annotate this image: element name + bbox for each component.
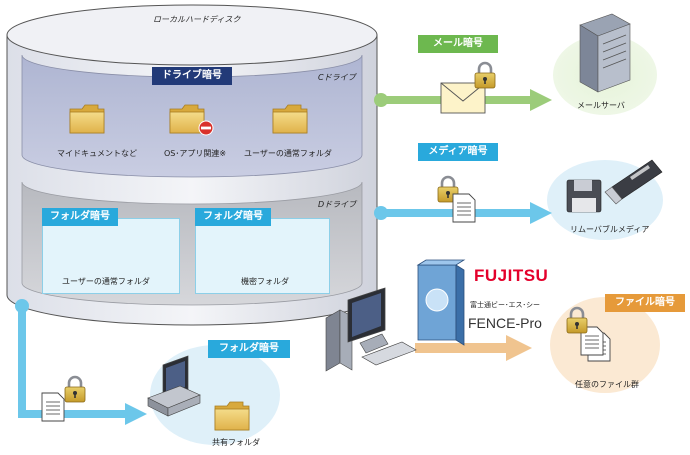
fujitsu-logo: FUJITSU bbox=[474, 266, 549, 285]
lock-icon bbox=[473, 61, 497, 90]
folder-encryption-badge: フォルダ暗号 bbox=[195, 208, 271, 226]
shared-folder-label: 共有フォルダ bbox=[212, 438, 260, 447]
server-icon bbox=[579, 13, 631, 93]
c-drive-label: Cドライブ bbox=[318, 73, 356, 82]
folder-encryption-badge: フォルダ暗号 bbox=[42, 208, 118, 226]
folder-encryption-panel-2 bbox=[195, 218, 330, 294]
usb-drive-icon bbox=[604, 159, 663, 205]
removable-media-label: リムーバブルメディア bbox=[570, 225, 650, 234]
folder-label-confidential: 機密フォルダ bbox=[241, 277, 289, 286]
folder-label-my-documents: マイドキュメントなど bbox=[57, 149, 137, 158]
folder-icon bbox=[272, 104, 308, 134]
company-name: 富士通ビー･エス･シー bbox=[470, 301, 540, 309]
folder-icon bbox=[214, 401, 250, 431]
mail-server-label: メールサーバ bbox=[577, 101, 625, 110]
folder-label-user-normal-d: ユーザーの通常フォルダ bbox=[62, 277, 150, 286]
file-encryption-badge: ファイル暗号 bbox=[605, 294, 685, 312]
desktop-pc-icon bbox=[147, 355, 201, 417]
file-group-label: 任意のファイル群 bbox=[575, 380, 639, 389]
floppy-disk-icon bbox=[566, 179, 602, 213]
folder-icon bbox=[69, 104, 105, 134]
folder-label-os-apps: OS･アプリ関連※ bbox=[164, 149, 227, 158]
drive-encryption-badge: ドライブ暗号 bbox=[152, 67, 232, 85]
folder-label-user-normal: ユーザーの通常フォルダ bbox=[244, 149, 332, 158]
no-entry-icon bbox=[198, 120, 214, 136]
lock-icon bbox=[63, 375, 87, 404]
document-icon bbox=[452, 193, 476, 223]
product-box-icon bbox=[416, 259, 466, 346]
disk-title: ローカルハードディスク bbox=[153, 15, 241, 24]
d-drive-label: Dドライブ bbox=[318, 200, 357, 209]
product-name: FENCE-Pro bbox=[468, 315, 542, 331]
desktop-pc-icon bbox=[325, 287, 417, 372]
folder-encryption-panel-1 bbox=[42, 218, 180, 294]
mail-encryption-badge: メール暗号 bbox=[418, 35, 498, 53]
media-encryption-badge: メディア暗号 bbox=[418, 143, 498, 161]
shared-arrow bbox=[15, 299, 147, 425]
shared-folder-encryption-badge: フォルダ暗号 bbox=[208, 340, 290, 358]
file-arrow bbox=[415, 335, 532, 361]
document-icon bbox=[41, 392, 65, 422]
